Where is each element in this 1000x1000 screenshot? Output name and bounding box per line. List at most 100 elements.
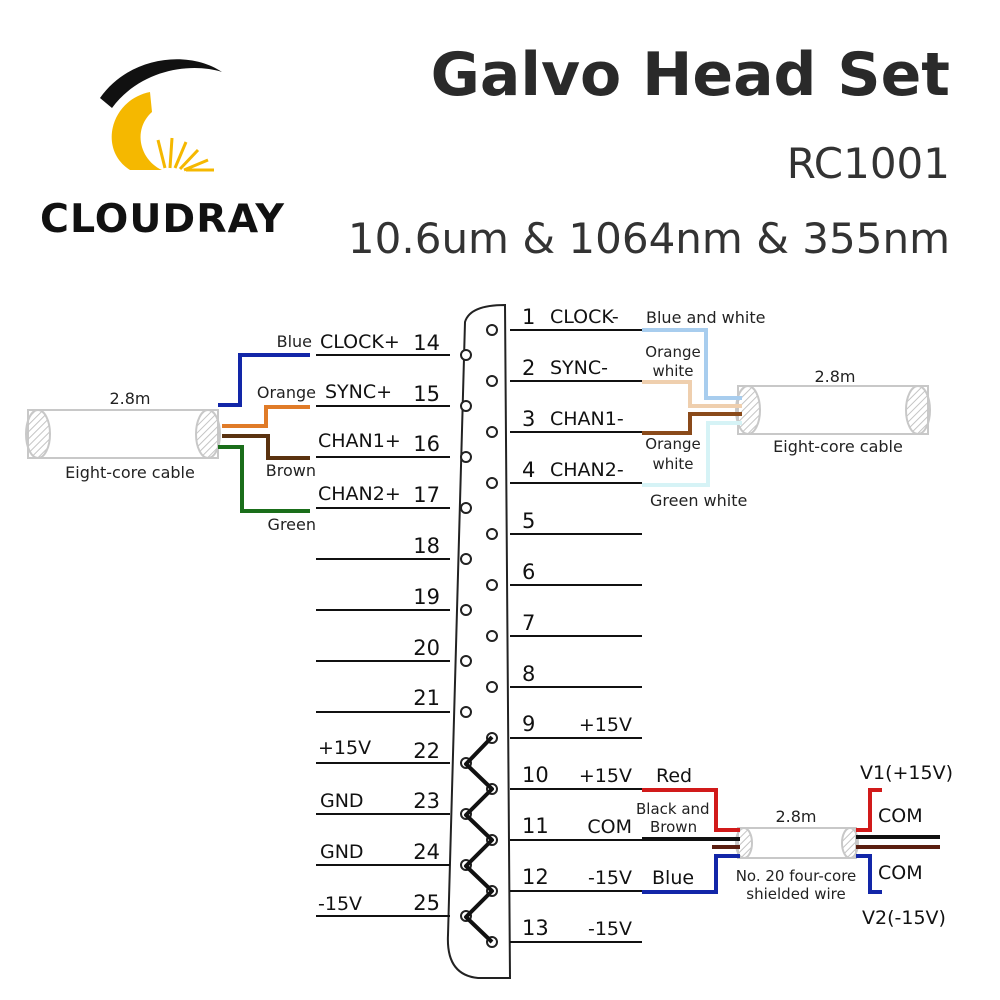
wire-orange-white: [642, 380, 742, 408]
pin-15-signal: SYNC+: [325, 381, 392, 403]
pin-1-hole: [486, 324, 498, 336]
label-orange-white-1a: Orange: [645, 343, 700, 361]
pin-3-hole: [486, 426, 498, 438]
pin-10-signal: +15V: [579, 765, 632, 787]
label-orange-white-1b: white: [652, 362, 693, 380]
pin-9-signal: +15V: [579, 714, 632, 736]
pin-4-signal: CHAN2-: [550, 459, 624, 481]
output-com-1: COM: [878, 805, 923, 827]
pin-25-number: 25: [413, 891, 440, 915]
output-v1: V1(+15V): [860, 762, 953, 784]
pin-5-hole: [486, 528, 498, 540]
wire-brown: [222, 434, 310, 460]
pin-15-number: 15: [413, 382, 440, 406]
pin-4-number: 4: [522, 458, 535, 482]
pin-21-number: 21: [413, 686, 440, 710]
brand-name: CLOUDRAY: [40, 197, 285, 242]
label-green-white: Green white: [650, 491, 747, 510]
pin-6-number: 6: [522, 560, 535, 584]
cloudray-logo: CLOUDRAY: [40, 59, 285, 242]
pin-2-hole: [486, 375, 498, 387]
power-cable-length: 2.8m: [775, 807, 816, 826]
pin-24-number: 24: [413, 840, 440, 864]
label-black-brown-1: Black and: [636, 800, 710, 818]
pin-14-signal: CLOCK+: [320, 331, 400, 353]
pin-16-hole: [460, 451, 472, 463]
label-blue-power: Blue: [652, 867, 694, 889]
pin-5-number: 5: [522, 509, 535, 533]
pin-9-number: 9: [522, 712, 535, 736]
pin-8-number: 8: [522, 662, 535, 686]
page-title: Galvo Head Set: [431, 40, 950, 110]
wire-blue: [218, 353, 310, 407]
label-blue: Blue: [277, 332, 312, 351]
pin-18-hole: [460, 553, 472, 565]
pin-16-signal: CHAN1+: [318, 430, 401, 452]
label-orange: Orange: [257, 383, 316, 402]
power-wires-right: [856, 788, 940, 894]
wire-orange-white-dark: [642, 412, 742, 435]
pin-12-signal: -15V: [588, 867, 632, 889]
right-cable-type: Eight-core cable: [773, 437, 903, 456]
pin-3-signal: CHAN1-: [550, 408, 624, 430]
pin-19-number: 19: [413, 585, 440, 609]
pin-22-number: 22: [413, 739, 440, 763]
pin-2-number: 2: [522, 356, 535, 380]
pin-20-hole: [460, 655, 472, 667]
pin-13-signal: -15V: [588, 918, 632, 940]
pin-17-number: 17: [413, 483, 440, 507]
label-green: Green: [268, 515, 316, 534]
label-blue-white: Blue and white: [646, 308, 765, 327]
pin-1-number: 1: [522, 305, 535, 329]
left-cable-type: Eight-core cable: [65, 463, 195, 482]
pin-2-signal: SYNC-: [550, 357, 608, 379]
power-cable-type-1: No. 20 four-core: [736, 867, 857, 885]
output-com-2: COM: [878, 862, 923, 884]
pin-16-number: 16: [413, 432, 440, 456]
label-brown: Brown: [266, 461, 316, 480]
pin-19-hole: [460, 604, 472, 616]
pin-1-signal: CLOCK-: [550, 306, 619, 328]
pin-17-hole: [460, 502, 472, 514]
wire-red: [642, 788, 740, 832]
pin-25-signal: -15V: [318, 893, 362, 915]
pin-10-number: 10: [522, 763, 549, 787]
logo-arc-icon: [100, 59, 222, 108]
right-cable-length: 2.8m: [814, 367, 855, 386]
logo-rays-icon: [156, 137, 214, 172]
wire-orange: [222, 405, 310, 428]
wavelengths: 10.6um & 1064nm & 355nm: [348, 214, 950, 263]
label-black-brown-2: Brown: [650, 818, 697, 836]
pin-21-hole: [460, 706, 472, 718]
left-cable-length: 2.8m: [109, 389, 150, 408]
label-orange-white-2a: Orange: [645, 435, 700, 453]
wire-green-white: [642, 421, 742, 487]
pin-23-signal: GND: [320, 790, 364, 812]
pin-4-hole: [486, 477, 498, 489]
wire-blue-white: [642, 328, 742, 400]
left-pin-labels: 14 15 16 17 18 19 20 21 22 23 24 25 CLOC…: [318, 331, 440, 915]
power-cable-type-2: shielded wire: [746, 885, 845, 903]
pin-17-signal: CHAN2+: [318, 483, 401, 505]
pin-14-number: 14: [413, 331, 440, 355]
right-pin-labels: 1 2 3 4 5 6 7 8 9 10 11 12 13 CLOCK- SYN…: [522, 305, 632, 940]
left-cable: 2.8m Eight-core cable: [25, 389, 221, 482]
pin-8-hole: [486, 681, 498, 693]
pin-13-number: 13: [522, 916, 549, 940]
pin-lines: [316, 329, 642, 943]
wire-blue-out: [856, 854, 882, 894]
pin-12-number: 12: [522, 865, 549, 889]
pin-11-signal: COM: [587, 816, 632, 838]
label-red: Red: [656, 765, 692, 787]
right-wires: [642, 328, 742, 487]
pin-24-signal: GND: [320, 841, 364, 863]
pin-14-hole: [460, 349, 472, 361]
wire-blue-neg: [642, 854, 740, 894]
left-wires: [218, 353, 310, 513]
output-v2: V2(-15V): [862, 907, 946, 929]
pin-22-signal: +15V: [318, 737, 371, 759]
pin-11-number: 11: [522, 814, 549, 838]
logo-sun-icon: [111, 92, 162, 170]
label-orange-white-2b: white: [652, 455, 693, 473]
pin-6-hole: [486, 579, 498, 591]
